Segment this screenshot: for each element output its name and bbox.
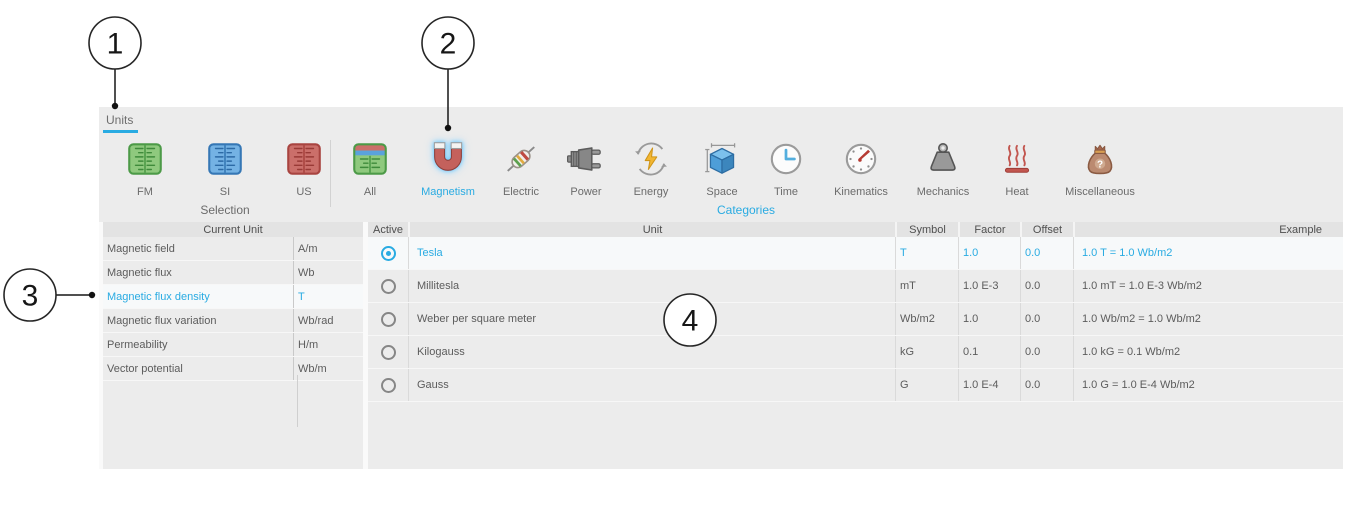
current-unit-row-magnetic-flux-density[interactable]: Magnetic flux density T [103,285,363,309]
resistor-icon [507,146,535,172]
current-unit-row-magnetic-flux[interactable]: Magnetic flux Wb [103,261,363,285]
heat-icon [1004,144,1030,173]
current-unit-row-vector-potential[interactable]: Vector potential Wb/m [103,357,363,381]
header-example: Example [1073,222,1343,237]
callout-2-circle [421,16,475,70]
toolbar-button-miscellaneous[interactable]: ? Miscellaneous [1057,138,1143,198]
cube-measure-icon [705,143,736,174]
ruler-fm-icon [128,143,162,175]
tab-active-underline [103,130,138,133]
units-table: Active Unit Symbol Factor Offset Example… [368,222,1343,402]
toolbar-button-kinematics[interactable]: Kinematics [818,138,904,198]
toolbar-label-fm: FM [137,186,153,198]
toolbar-button-mechanics[interactable]: Mechanics [900,138,986,198]
callout-1-circle [88,16,142,70]
callout-1-number: 1 [107,28,124,61]
ruler-si-icon [208,143,242,175]
toolbar-group-separator [330,140,331,207]
header-offset: Offset [1020,222,1073,237]
toolbar-button-magnetism[interactable]: Magnetism [405,138,491,198]
group-label-selection: Selection [200,203,250,217]
unit-row-gauss[interactable]: Gauss G 1.0 E-4 0.0 1.0 G = 1.0 E-4 Wb/m… [368,369,1343,402]
toolbar-label-heat: Heat [1005,186,1029,198]
toolbar-button-fm[interactable]: FM [102,138,188,198]
toolbar-button-energy[interactable]: Energy [608,138,694,198]
current-unit-table: Current Unit Magnetic field A/m Magnetic… [103,222,363,381]
unit-row-weber-per-square-meter[interactable]: Weber per square meter Wb/m2 1.0 0.0 1.0… [368,303,1343,336]
callout-3-dot [88,291,96,299]
current-unit-row-magnetic-flux-variation[interactable]: Magnetic flux variation Wb/rad [103,309,363,333]
toolbar-button-power[interactable]: Power [543,138,629,198]
toolbar-label-time: Time [773,186,799,198]
radio-kilogauss[interactable] [380,344,396,360]
toolbar-button-heat[interactable]: Heat [974,138,1060,198]
header-unit: Unit [408,222,895,237]
toolbar-button-all[interactable]: All [327,138,413,198]
radio-weber-per-square-meter[interactable] [380,311,396,327]
panel-divider [363,222,368,469]
callout-3-circle [3,268,57,322]
radio-tesla[interactable] [380,245,396,261]
callout-2-number: 2 [440,28,457,61]
toolbar-button-electric[interactable]: Electric [478,138,564,198]
header-symbol: Symbol [895,222,958,237]
gauge-icon [845,143,877,175]
toolbar-label-power: Power [570,186,602,198]
question-bag-icon: ? [1087,144,1113,175]
plug-icon [566,147,601,171]
clock-icon [770,143,802,175]
left-gutter [99,222,103,469]
toolbar-label-electric: Electric [502,186,540,198]
toolbar-label-us: US [296,186,312,198]
toolbar-label-miscellaneous: Miscellaneous [1065,186,1135,198]
weight-icon [930,142,956,171]
current-unit-row-permeability[interactable]: Permeability H/m [103,333,363,357]
unit-row-millitesla[interactable]: Millitesla mT 1.0 E-3 0.0 1.0 mT = 1.0 E… [368,270,1343,303]
ruler-all-icon [353,143,387,175]
current-unit-row-magnetic-field[interactable]: Magnetic field A/m [103,237,363,261]
toolbar-button-si[interactable]: SI [182,138,268,198]
current-unit-column-divider [297,375,298,427]
tab-units[interactable]: Units [106,113,134,127]
toolbar-button-us[interactable]: US [261,138,347,198]
callout-3-number: 3 [22,280,39,313]
toolbar-button-space[interactable]: Space [679,138,765,198]
units-table-header: Active Unit Symbol Factor Offset Example [368,222,1343,237]
header-active: Active [373,223,403,236]
unit-row-kilogauss[interactable]: Kilogauss kG 0.1 0.0 1.0 kG = 0.1 Wb/m2 [368,336,1343,369]
header-factor: Factor [958,222,1020,237]
toolbar-label-mechanics: Mechanics [916,186,970,198]
svg-text:?: ? [1097,159,1103,170]
energy-arrows-icon [635,142,667,176]
unit-row-tesla[interactable]: Tesla T 1.0 0.0 1.0 T = 1.0 Wb/m2 [368,237,1343,270]
toolbar-label-all: All [363,186,377,198]
toolbar-label-space: Space [706,186,738,198]
toolbar-label-energy: Energy [633,186,669,198]
radio-gauss[interactable] [380,377,396,393]
toolbar-label-kinematics: Kinematics [834,186,888,198]
radio-millitesla[interactable] [380,278,396,294]
toolbar-button-time[interactable]: Time [743,138,829,198]
toolbar-label-magnetism: Magnetism [421,186,475,198]
toolbar-label-si: SI [219,186,231,198]
units-panel: Units FM [99,107,1343,469]
magnet-icon [433,142,463,171]
ruler-us-icon [287,143,321,175]
current-unit-header: Current Unit [103,222,363,237]
group-label-categories: Categories [716,203,776,217]
